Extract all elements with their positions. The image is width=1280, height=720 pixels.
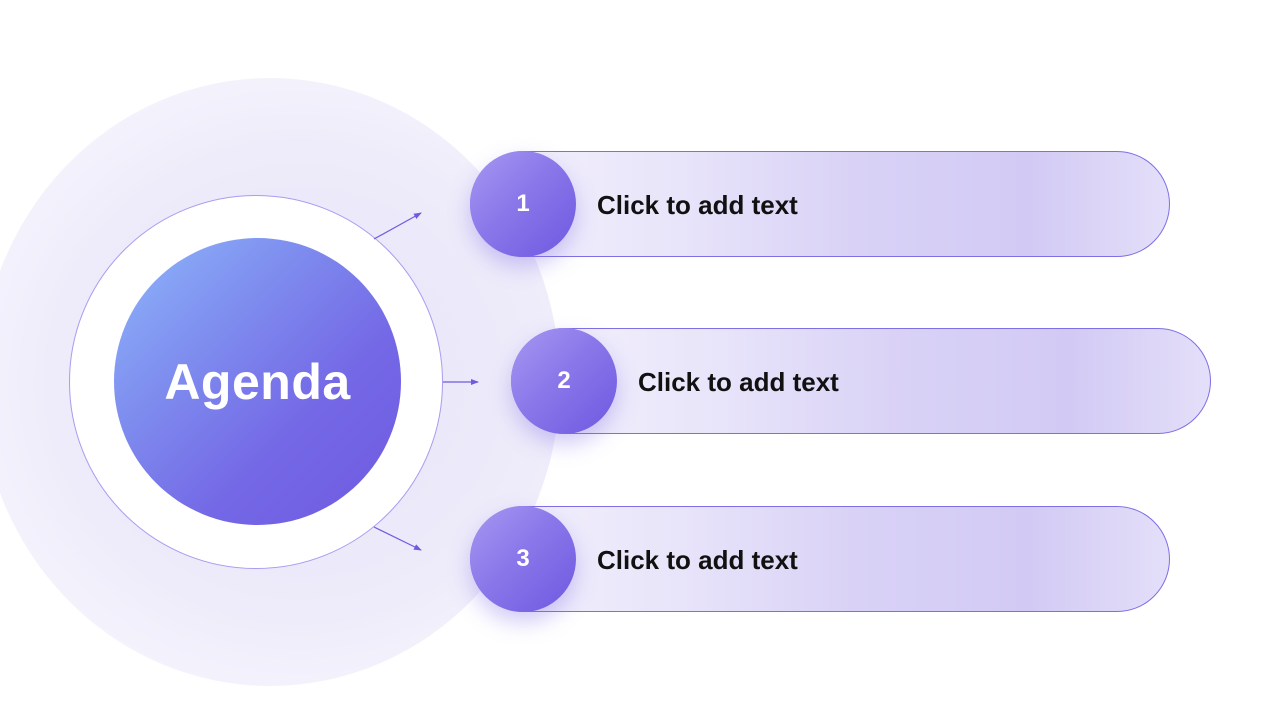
- agenda-item-2-number: 2: [557, 367, 571, 394]
- agenda-item-2-bar[interactable]: [511, 328, 1211, 434]
- agenda-item-1-number-badge: 1: [470, 151, 576, 257]
- agenda-item-1-bar[interactable]: [470, 151, 1170, 257]
- agenda-item-2-number-badge: 2: [511, 328, 617, 434]
- connector-arrow-3: [373, 526, 422, 551]
- agenda-item-2-text[interactable]: Click to add text: [638, 367, 839, 397]
- agenda-item-3-number-badge: 3: [470, 506, 576, 612]
- connector-arrow-1: [373, 212, 422, 240]
- agenda-item-3-text[interactable]: Click to add text: [597, 545, 798, 575]
- agenda-item-1-number: 1: [516, 190, 530, 217]
- agenda-item-1-text[interactable]: Click to add text: [597, 190, 798, 220]
- agenda-title[interactable]: Agenda: [164, 353, 351, 410]
- agenda-item-3-bar[interactable]: [470, 506, 1170, 612]
- agenda-item-3-number: 3: [516, 545, 530, 572]
- agenda-circle[interactable]: Agenda: [114, 238, 401, 525]
